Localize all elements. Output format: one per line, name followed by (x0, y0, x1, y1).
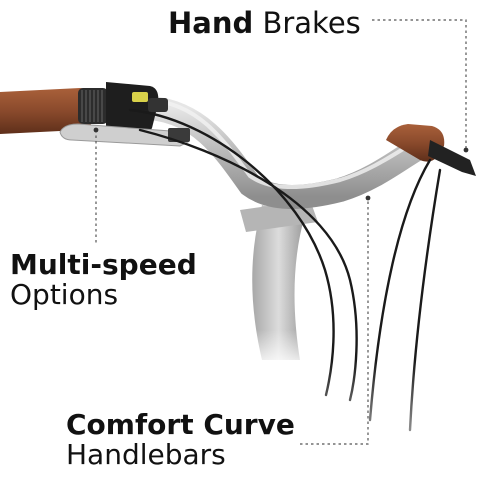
callout-comfort-curve-light: Handlebars (66, 437, 226, 471)
leader-hand-brakes (372, 19, 467, 150)
leader-comfort-curve (300, 198, 369, 445)
callout-multi-speed-light: Options (10, 277, 119, 311)
gear-shifter (78, 82, 168, 135)
callout-hand-brakes-bold: Hand (168, 6, 254, 40)
callout-comfort-curve: Comfort Curve Handlebars (66, 410, 295, 469)
right-grip (386, 124, 476, 176)
left-grip (0, 88, 92, 134)
callout-hand-brakes: Hand Brakes (168, 9, 361, 38)
handlebar-tube (138, 96, 442, 209)
callout-comfort-curve-bold: Comfort Curve (66, 408, 295, 441)
brake-lever (59, 123, 190, 147)
callout-leader-lines (95, 19, 467, 445)
leader-dot-shifter (93, 127, 99, 133)
leader-dot-handlebar (365, 195, 371, 201)
stem (240, 200, 318, 370)
leader-dot-brake (463, 147, 469, 153)
callout-multi-speed: Multi-speed Options (10, 250, 197, 309)
callout-hand-brakes-light: Brakes (262, 6, 361, 40)
callout-multi-speed-bold: Multi-speed (10, 248, 197, 281)
